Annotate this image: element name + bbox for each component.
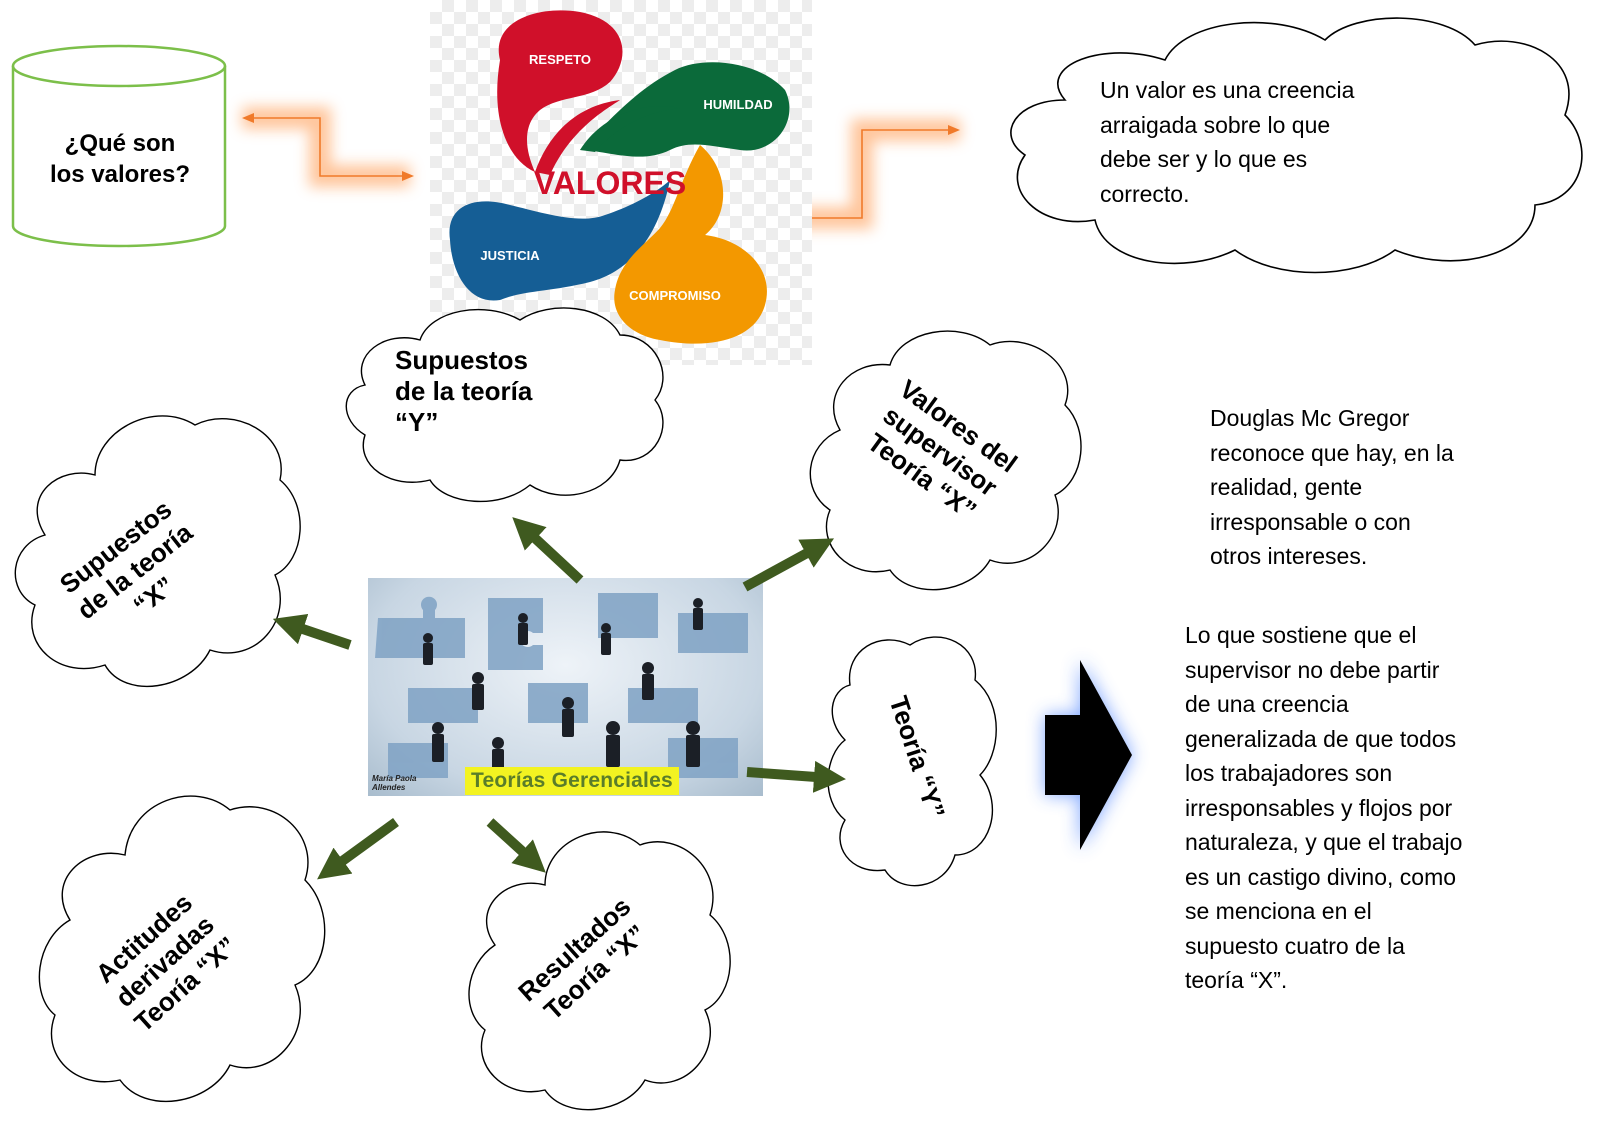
cloud-actitudes-x-shape (38, 795, 326, 1102)
arrow-to-resultados-x (486, 818, 546, 873)
mcgregor-paragraph: Douglas Mc Gregor reconoce que hay, en l… (1210, 405, 1454, 569)
cloud-resultados-x-shape (468, 831, 731, 1111)
arrow-to-valores-supervisor (742, 538, 835, 592)
cloud-supuestos-y-text: Supuestos de la teoría “Y” (395, 345, 533, 437)
cylinder-label: ¿Qué son los valores? (49, 130, 191, 188)
puzzle-people-illustration (375, 593, 748, 778)
teorias-gerenciales-banner: Teorías Gerenciales (465, 767, 679, 795)
arrow-to-supuestos-y (512, 517, 584, 584)
valores-center-text: VALORES (534, 165, 686, 201)
arrow-to-teoria-y (746, 760, 846, 793)
arrow-to-supuestos-x (272, 613, 352, 650)
petal-respeto: RESPETO (529, 52, 591, 67)
teorias-gerenciales-image: Teorías Gerenciales María Paola Allendes (368, 578, 763, 796)
petal-justicia: JUSTICIA (480, 248, 540, 263)
connector-left (242, 107, 414, 187)
cylinder-shape (11, 44, 227, 248)
petal-humildad: HUMILDAD (703, 97, 772, 112)
big-right-arrow (1045, 660, 1132, 850)
arrow-to-actitudes-x (317, 817, 399, 880)
image-credit: María Paola Allendes (372, 774, 417, 792)
definition-cloud-text: Un valor es una creencia arraigada sobre… (1100, 77, 1355, 207)
valores-graphic: VALORES RESPETO HUMILDAD JUSTICIA COMPRO… (449, 10, 790, 344)
cloud-supuestos-x-shape (14, 415, 301, 687)
cloud-supuestos-y-shape (345, 307, 664, 503)
definition-cloud-shape (1010, 17, 1583, 274)
petal-compromiso: COMPROMISO (629, 288, 721, 303)
sostiene-paragraph: Lo que sostiene que el supervisor no deb… (1185, 622, 1463, 993)
